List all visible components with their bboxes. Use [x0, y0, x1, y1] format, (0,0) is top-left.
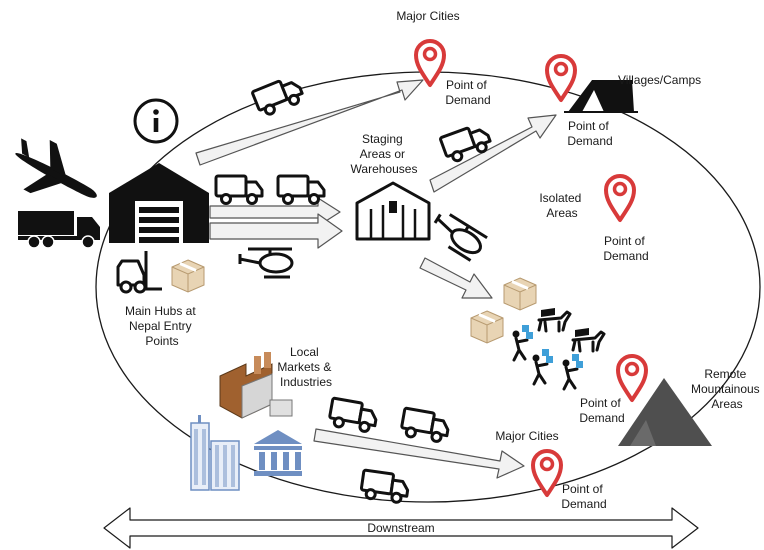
- label-isolated-areas: Isolated Areas: [539, 191, 584, 220]
- box-icon: [469, 309, 505, 345]
- label-major-cities-top: Major Cities: [396, 9, 459, 23]
- truck-icon: [358, 468, 412, 506]
- porter-icon: [531, 347, 555, 386]
- mountain-icon: [618, 378, 712, 446]
- arrow-staging-to-villages: [429, 114, 557, 193]
- warehouse-icon: [109, 163, 209, 243]
- demand-label-isolated: Point of Demand: [603, 234, 648, 263]
- demand-label-remote: Point of Demand: [579, 396, 624, 425]
- forklift-icon: [116, 251, 162, 294]
- porter-icon: [511, 323, 535, 362]
- arrow-hub-to-staging-lower: [209, 213, 343, 249]
- location-pin-icon: [604, 174, 636, 222]
- label-main-hubs: Main Hubs at Nepal Entry Points: [125, 304, 199, 348]
- truck-icon: [276, 174, 326, 205]
- info-icon: [133, 98, 179, 144]
- demand-label-major-cities-top: Point of Demand: [445, 78, 490, 107]
- arrow-hub-to-major-cities: [195, 79, 424, 166]
- label-villages-camps: Villages/Camps: [618, 73, 701, 87]
- arrow-staging-to-isolated: [419, 257, 493, 299]
- cargo-truck-icon: [18, 211, 100, 249]
- helicopter-icon: [238, 247, 294, 279]
- label-local-markets: Local Markets & Industries: [277, 345, 334, 389]
- staging-warehouse-icon: [355, 181, 431, 241]
- bank-icon: [254, 430, 302, 476]
- truck-icon: [398, 406, 452, 445]
- truck-icon: [326, 396, 380, 435]
- factory-icon: [219, 352, 293, 419]
- label-staging-areas: Staging Areas or Warehouses: [351, 132, 418, 176]
- porter-icon: [561, 352, 585, 391]
- tent-icon: [564, 80, 638, 113]
- flow-arrows: [195, 79, 557, 479]
- mule-icon: [571, 326, 606, 353]
- airplane-icon: [15, 138, 97, 198]
- location-pin-icon: [414, 39, 446, 87]
- demand-label-major-cities-bottom: Point of Demand: [561, 482, 606, 511]
- truck-icon: [250, 73, 307, 119]
- arrow-markets-to-major-cities: [313, 428, 525, 479]
- arrow-hub-to-staging: [209, 197, 341, 227]
- truck-icon: [214, 174, 264, 205]
- mule-icon: [537, 306, 572, 333]
- demand-label-villages: Point of Demand: [567, 119, 612, 148]
- box-icon: [170, 258, 206, 294]
- label-major-cities-bottom: Major Cities: [495, 429, 558, 443]
- helicopter-icon: [433, 213, 488, 262]
- label-remote-mountainous: Remote Mountainous Areas: [691, 367, 763, 411]
- skyscraper-icon: [190, 415, 240, 491]
- label-downstream: Downstream: [367, 521, 434, 535]
- downstream-arrow: [103, 507, 699, 549]
- box-icon: [502, 276, 538, 312]
- location-pin-icon: [531, 449, 563, 497]
- location-pin-icon: [616, 354, 648, 402]
